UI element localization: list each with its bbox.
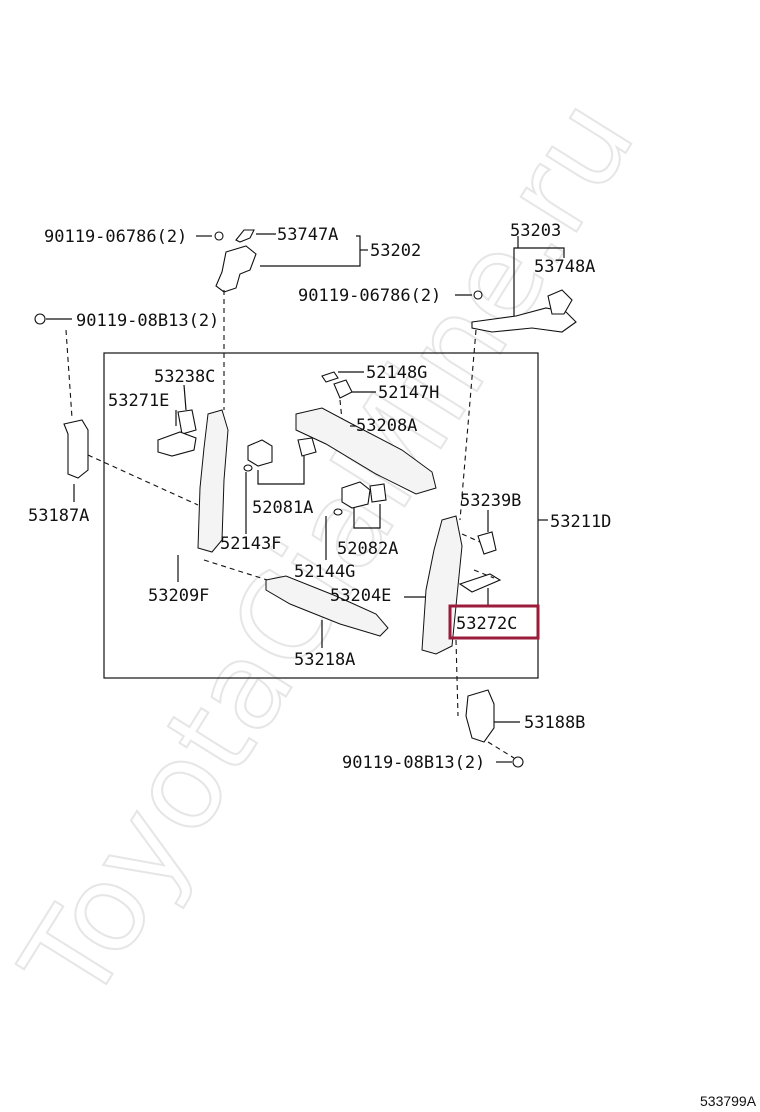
label-53188B[interactable]: 53188B (524, 713, 585, 733)
part-52082A-right (369, 483, 387, 503)
part-53747A (235, 229, 255, 243)
bolt-90119-06786-a (214, 231, 224, 241)
part-53272C (458, 573, 502, 593)
part-52082A-left (341, 481, 371, 509)
dash-53272C (473, 569, 495, 579)
label-90119-08B13-a[interactable]: 90119-08B13(2) (76, 311, 219, 331)
label-90119-06786-a[interactable]: 90119-06786(2) (44, 227, 187, 247)
watermark-text: ToyotaCiaMine.ru (0, 76, 662, 1026)
label-90119-06786-b[interactable]: 90119-06786(2) (298, 286, 441, 306)
clip-52143F (243, 464, 253, 472)
bolt-90119-08B13-a (34, 313, 46, 325)
part-53271E (157, 431, 197, 457)
part-53188B (465, 689, 495, 743)
part-53209F (197, 409, 229, 553)
label-53203[interactable]: 53203 (510, 221, 561, 241)
label-52082A[interactable]: 52082A (337, 539, 398, 559)
part-53202-bracket (215, 245, 257, 293)
assembly-frame (103, 352, 539, 679)
label-53204E[interactable]: 53204E (330, 586, 391, 606)
label-52081A[interactable]: 52081A (252, 498, 313, 518)
clip-52144G (333, 508, 343, 516)
label-52143F[interactable]: 52143F (220, 534, 281, 554)
leader-52081A (257, 456, 305, 485)
leader-53203 (513, 236, 565, 318)
label-53208A[interactable]: 53208A (356, 416, 417, 436)
bolt-90119-08B13-b (512, 756, 524, 768)
label-53272C[interactable]: 53272C (456, 614, 517, 634)
part-52148G (321, 371, 339, 383)
part-53208A (295, 407, 437, 495)
leader-53238C (183, 384, 187, 411)
label-52148G[interactable]: 52148G (366, 363, 427, 383)
part-53218A (265, 575, 389, 637)
part-53203-bracket (471, 307, 577, 333)
dash-08B13-a (65, 329, 73, 419)
dash-53203 (459, 329, 477, 521)
part-53204E (421, 515, 463, 655)
label-53747A[interactable]: 53747A (277, 225, 338, 245)
dash-53187A (87, 454, 199, 506)
label-53239B[interactable]: 53239B (460, 491, 521, 511)
highlight-box-53272C (448, 604, 540, 640)
part-53238C (177, 409, 197, 435)
label-52147H[interactable]: 52147H (378, 383, 439, 403)
part-52081A-right (297, 437, 317, 457)
dash-53239B (461, 533, 481, 543)
part-52081A-left (247, 439, 273, 467)
diagram-code: 533799A (700, 1093, 757, 1109)
label-52144G[interactable]: 52144G (294, 562, 355, 582)
dash-08B13-b (487, 741, 515, 759)
bolt-90119-06786-b (473, 290, 483, 300)
leader-52082A (353, 504, 381, 529)
label-53748A[interactable]: 53748A (534, 257, 595, 277)
label-53187A[interactable]: 53187A (28, 506, 89, 526)
label-90119-08B13-b[interactable]: 90119-08B13(2) (342, 753, 485, 773)
dash-53188B (455, 639, 459, 717)
part-53239B (477, 531, 497, 555)
part-53187A (63, 419, 89, 479)
leader-53202 (260, 235, 361, 267)
label-53202[interactable]: 53202 (370, 241, 421, 261)
label-53209F[interactable]: 53209F (148, 586, 209, 606)
label-53271E[interactable]: 53271E (108, 391, 169, 411)
label-53238C[interactable]: 53238C (154, 367, 215, 387)
label-53211D[interactable]: 53211D (550, 512, 611, 532)
label-53218A[interactable]: 53218A (294, 650, 355, 670)
part-53748A (547, 289, 573, 315)
